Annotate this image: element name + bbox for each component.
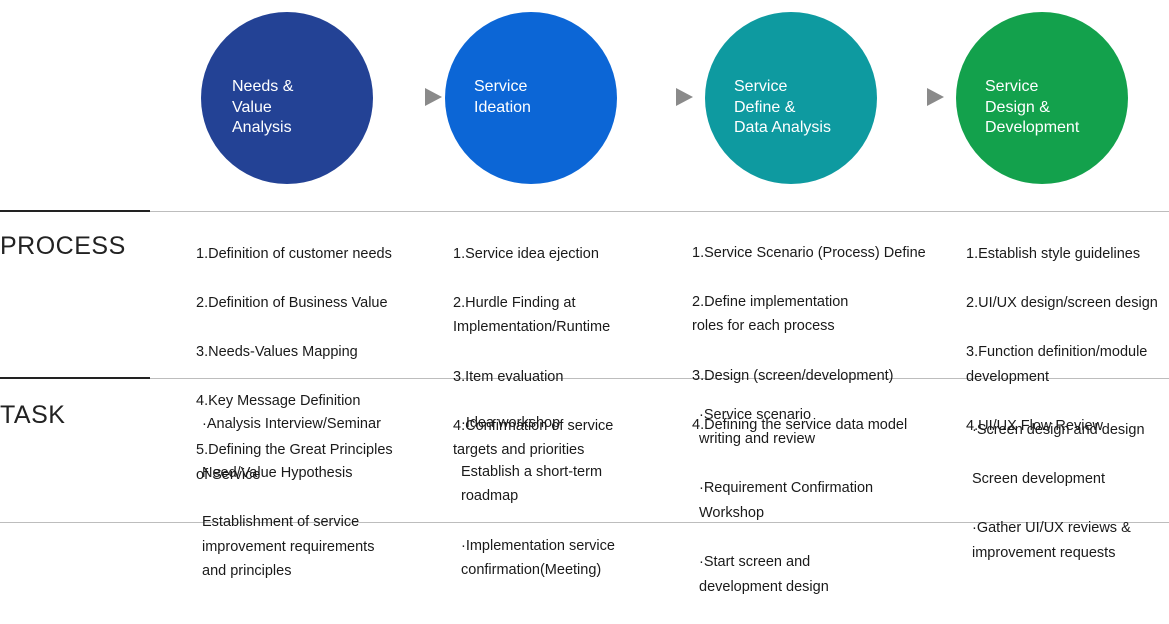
process-item: 4.Key Message Definition — [196, 393, 361, 410]
task-list-4: ·Screen design and design Screen develop… — [972, 393, 1145, 590]
task-item: Establish a short-term roadmap — [461, 463, 603, 505]
divider — [150, 378, 1169, 379]
process-item: 2.Hurdle Finding at Implementation/Runti… — [453, 294, 611, 336]
arrow-right-icon — [927, 88, 944, 106]
divider — [150, 211, 1169, 212]
process-list-4: 1.Establish style guidelines 2.UI/UX des… — [966, 217, 1158, 463]
process-item: 4.Defining the service data model — [692, 416, 908, 433]
stage-title: Service Ideation — [474, 78, 531, 116]
stage-title: Service Design & Development — [985, 78, 1080, 136]
process-item: 1.Service idea ejection — [453, 245, 599, 262]
process-item: 2.Define implementation roles for each p… — [692, 293, 849, 335]
task-item: ·Implementation service confirmation(Mee… — [461, 537, 615, 579]
stage-circle-service-ideation: Service Ideation — [445, 12, 617, 184]
divider — [0, 377, 150, 379]
process-item: 1.Service Scenario (Process) Define — [692, 244, 926, 261]
process-row-label: PROCESS — [0, 232, 126, 260]
task-item: ·Screen design and design — [972, 421, 1145, 438]
stage-circle-needs-value-analysis: Needs & Value Analysis — [201, 12, 373, 184]
process-item: 4.Confirmation of service targets and pr… — [453, 417, 614, 459]
process-item: 2.UI/UX design/screen design — [966, 294, 1158, 311]
stage-title: Needs & Value Analysis — [232, 78, 294, 136]
task-item: Screen development — [972, 470, 1105, 487]
process-item: 3.Design (screen/development) — [692, 367, 894, 384]
process-item: 3.Item evaluation — [453, 368, 564, 385]
task-list-3: ·Service scenario writing and review ·Re… — [699, 378, 873, 624]
divider — [0, 210, 150, 212]
task-item: ·Analysis Interview/Seminar — [202, 415, 381, 432]
process-item: 2.Definition of Business Value — [196, 294, 388, 311]
task-item: ·Start screen and development design — [699, 554, 829, 595]
task-list-1: ·Analysis Interview/Seminar Need/Value H… — [202, 387, 381, 608]
process-item: 1.Establish style guidelines — [966, 245, 1141, 262]
process-list-3: 1.Service Scenario (Process) Define 2.De… — [692, 216, 926, 462]
process-list-1: 1.Definition of customer needs 2.Definit… — [196, 217, 393, 512]
divider — [0, 522, 1169, 523]
task-item: Establishment of service improvement req… — [202, 513, 375, 580]
arrow-right-icon — [425, 88, 442, 106]
stage-circle-service-design: Service Design & Development — [956, 12, 1128, 184]
task-list-2: ·Idea workshop Establish a short-term ro… — [461, 386, 615, 607]
process-list-2: 1.Service idea ejection 2.Hurdle Finding… — [453, 217, 613, 488]
process-item: 3.Function definition/module development — [966, 343, 1148, 385]
task-item: ·Idea workshop — [461, 414, 561, 431]
task-item: ·Requirement Confirmation Workshop — [699, 480, 874, 521]
stage-circle-service-define: Service Define & Data Analysis — [705, 12, 877, 184]
process-item: 5.Defining the Great Principles of Servi… — [196, 442, 393, 483]
process-item: 1.Definition of customer needs — [196, 245, 392, 262]
process-item: 3.Needs-Values Mapping — [196, 343, 358, 360]
task-item: Need/Value Hypothesis — [202, 464, 353, 481]
task-row-label: TASK — [0, 401, 66, 429]
task-item: ·Gather UI/UX reviews & improvement requ… — [972, 519, 1131, 561]
arrow-right-icon — [676, 88, 693, 106]
process-item: 4.UI/UX Flow Review — [966, 417, 1103, 434]
stage-title: Service Define & Data Analysis — [734, 78, 831, 136]
task-item: ·Service scenario writing and review — [699, 406, 816, 448]
